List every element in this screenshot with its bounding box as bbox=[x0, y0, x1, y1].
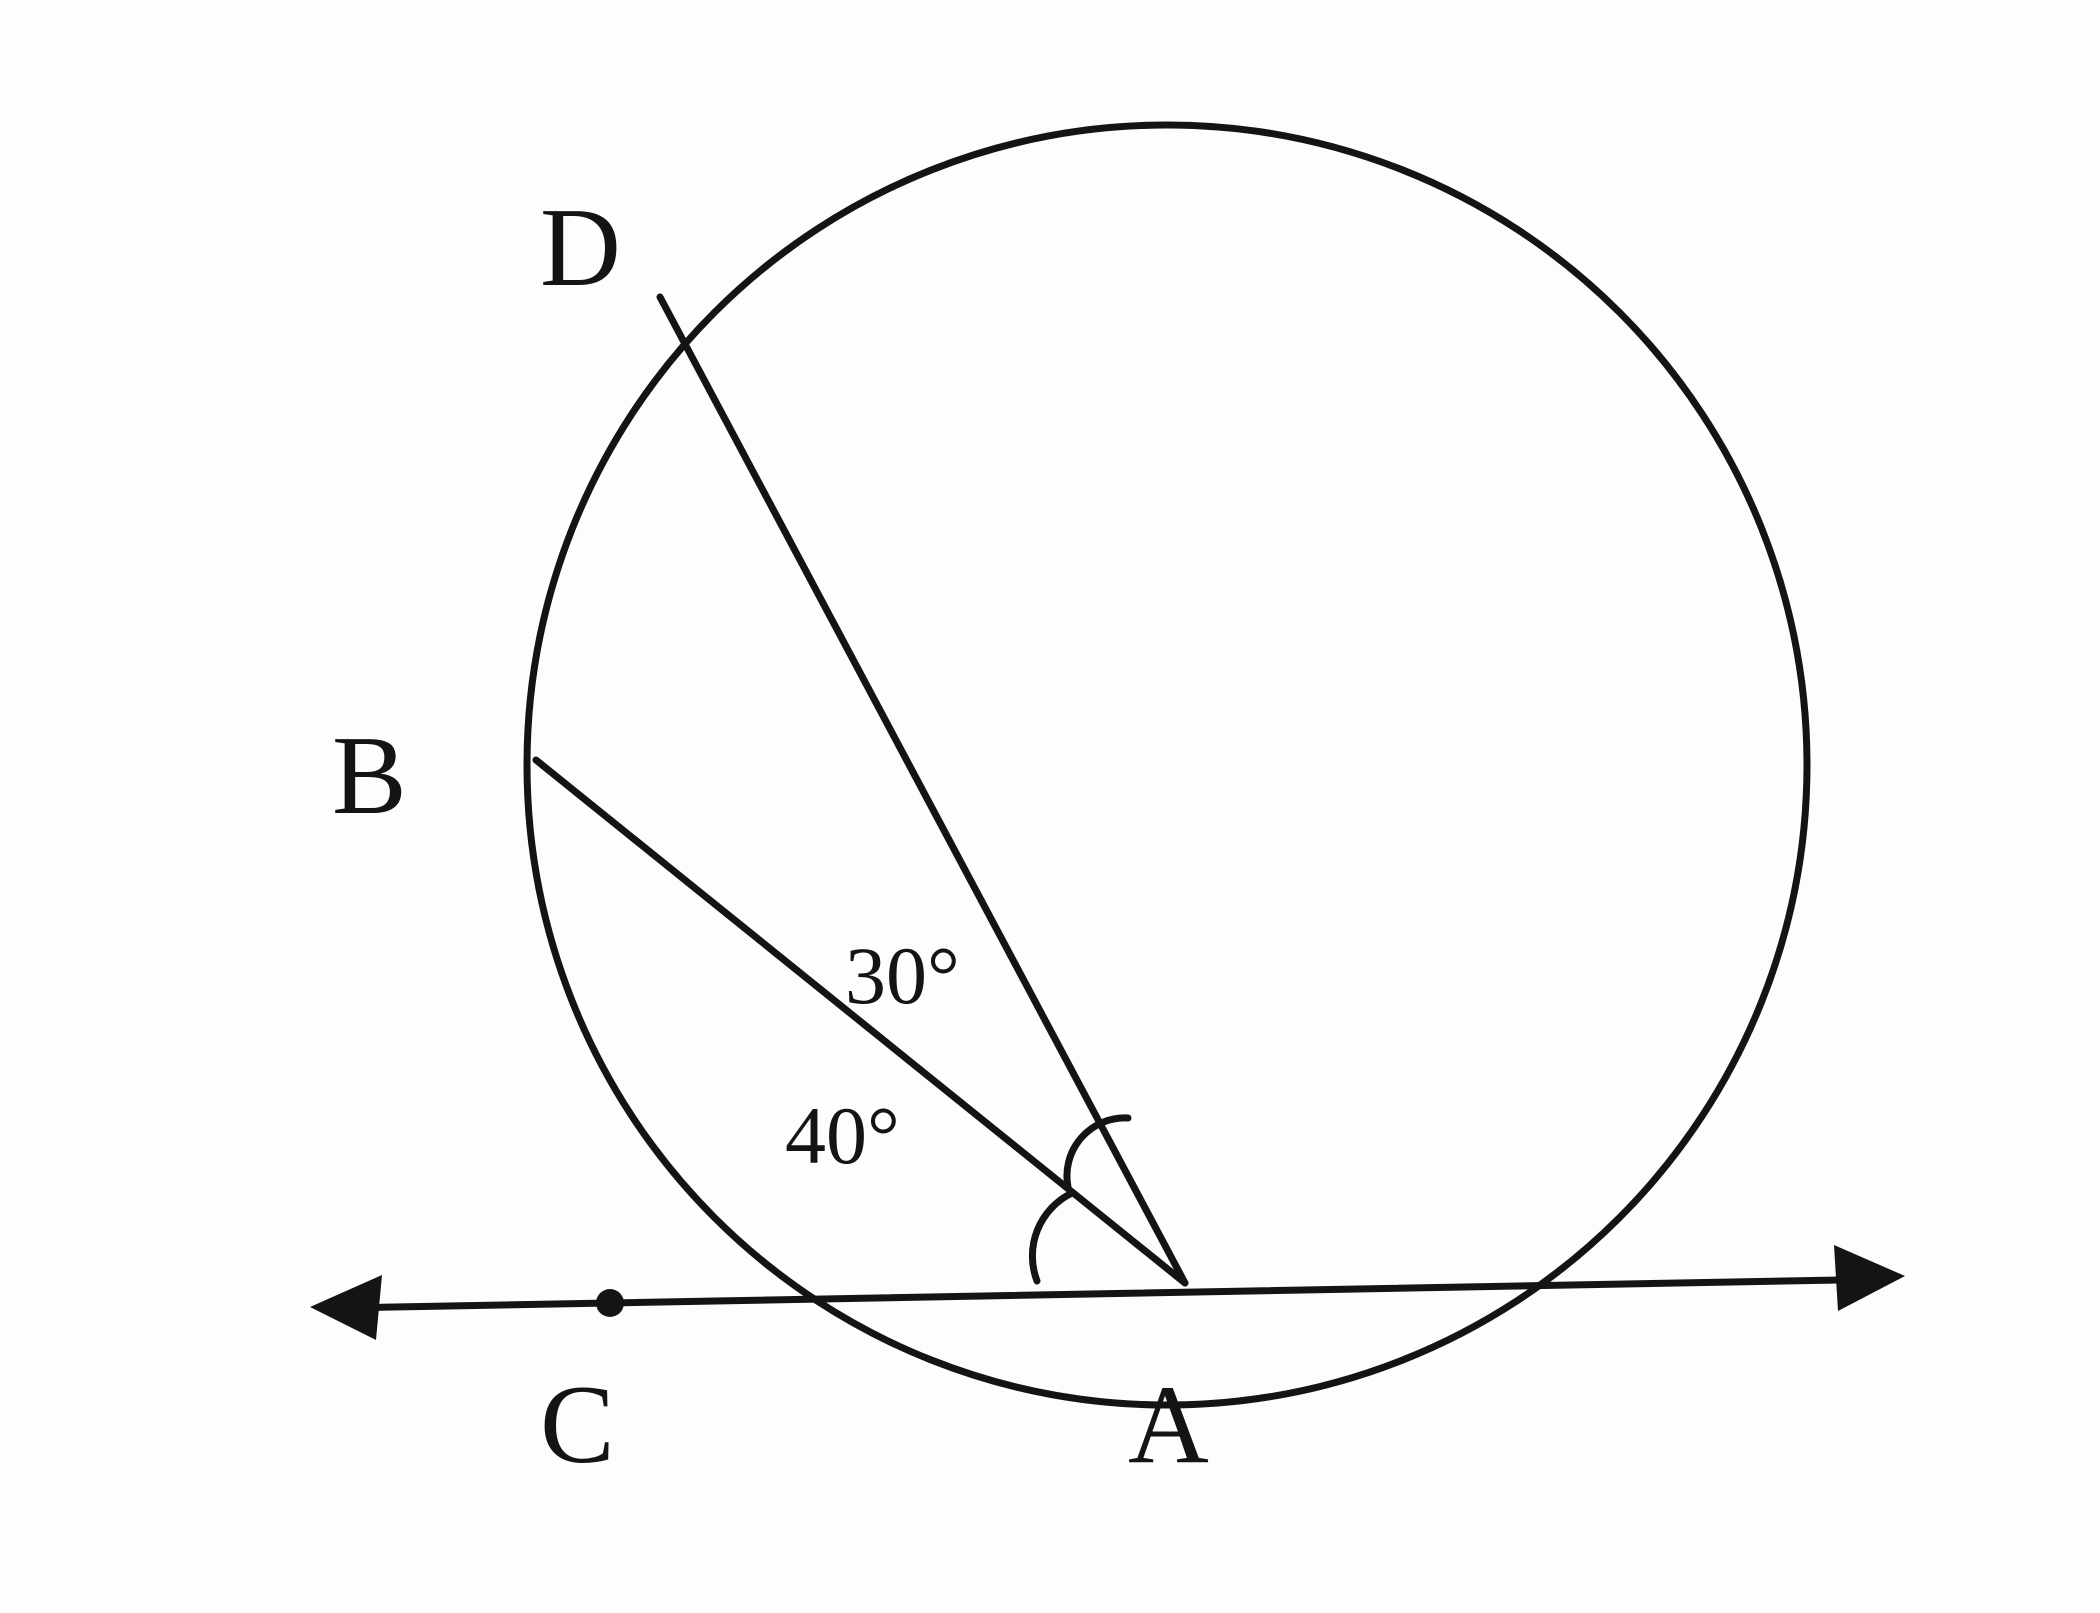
angle-arc-bac bbox=[1028, 1189, 1076, 1285]
tangent-right-arrowhead bbox=[1834, 1245, 1905, 1311]
tangent-left-arrowhead bbox=[310, 1275, 382, 1340]
point-label-d: D bbox=[540, 186, 621, 310]
chord-ad bbox=[656, 293, 1189, 1287]
chord-ab bbox=[532, 756, 1189, 1287]
angle-label-30: 30° bbox=[845, 930, 960, 1021]
angle-label-40: 40° bbox=[785, 1090, 900, 1181]
tangent-line bbox=[336, 1276, 1844, 1312]
angle-arc-dab bbox=[1063, 1114, 1132, 1191]
point-label-a: A bbox=[1128, 1363, 1209, 1487]
circle bbox=[523, 121, 1811, 1409]
point-c-dot bbox=[596, 1289, 624, 1317]
point-label-b: B bbox=[332, 714, 407, 838]
point-label-c: C bbox=[540, 1363, 615, 1487]
